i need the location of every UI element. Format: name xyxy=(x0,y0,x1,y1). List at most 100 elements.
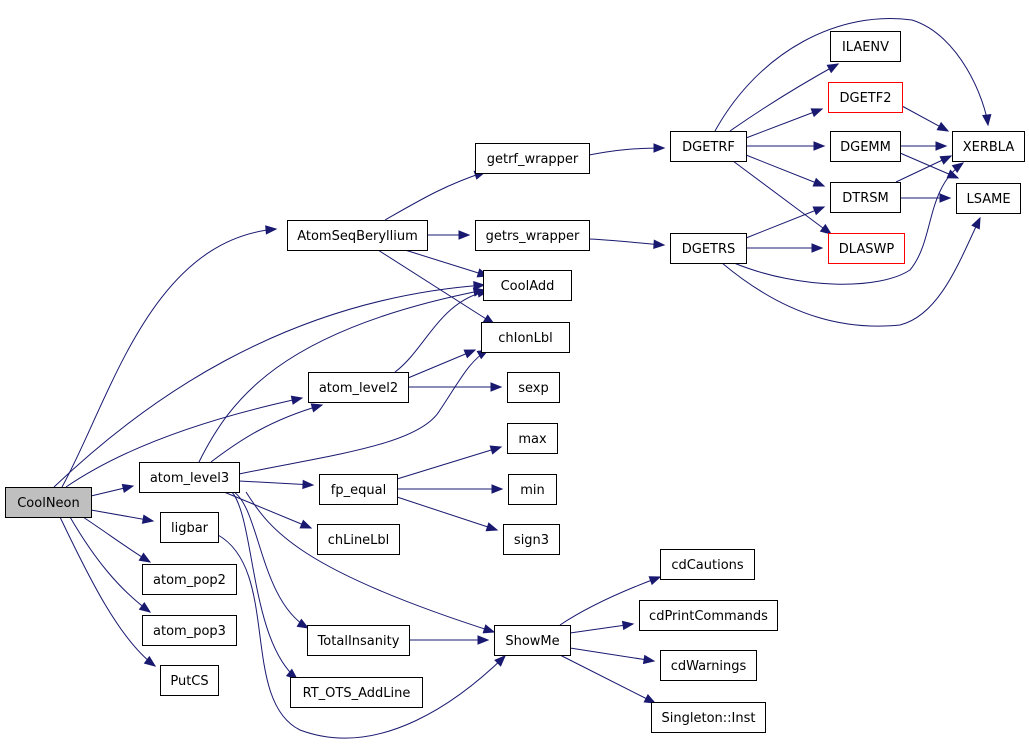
edge-line xyxy=(61,228,277,488)
node-label: CoolNeon xyxy=(17,496,80,511)
node-cdcautions[interactable]: cdCautions xyxy=(660,549,755,580)
node-fp_equal[interactable]: fp_equal xyxy=(319,474,398,505)
edge-coolneon-to-atom_level2 xyxy=(65,395,304,488)
node-label: cdWarnings xyxy=(671,659,747,674)
edge-line xyxy=(407,349,476,379)
node-rt_ots_addline[interactable]: RT_OTS_AddLine xyxy=(290,677,423,708)
node-singleton_inst[interactable]: Singleton::Inst xyxy=(651,702,766,733)
edge-line xyxy=(396,446,502,480)
node-box xyxy=(639,600,778,631)
node-dgetrf[interactable]: DGETRF xyxy=(670,131,747,162)
node-label: ShowMe xyxy=(505,634,559,649)
node-chionlbl[interactable]: chIonLbl xyxy=(481,322,570,353)
node-box xyxy=(828,233,905,264)
edge-getrf_wrapper-to-dgetrf xyxy=(588,143,666,156)
edge-line xyxy=(198,289,485,463)
edge-atom_level2-to-cooladd xyxy=(394,288,490,373)
node-atom_pop3[interactable]: atom_pop3 xyxy=(142,615,237,646)
node-min[interactable]: min xyxy=(508,474,557,505)
node-dtrsm[interactable]: DTRSM xyxy=(830,182,901,213)
node-box xyxy=(660,549,755,580)
node-ligbar[interactable]: ligbar xyxy=(160,512,219,543)
arrowhead xyxy=(826,63,840,74)
arrowhead xyxy=(813,141,826,151)
node-box xyxy=(475,220,590,251)
arrowhead xyxy=(138,552,152,563)
edge-fp_equal-to-max xyxy=(396,445,503,480)
node-cdprintcommands[interactable]: cdPrintCommands xyxy=(639,600,778,631)
node-showme[interactable]: ShowMe xyxy=(494,625,571,656)
edge-coolneon-to-cooladd xyxy=(53,281,486,488)
node-box xyxy=(660,650,757,681)
node-label: XERBLA xyxy=(963,140,1015,155)
edge-dgetrs-to-lsame xyxy=(721,216,981,327)
node-max[interactable]: max xyxy=(507,423,558,454)
node-label: DGETF2 xyxy=(840,91,892,106)
edge-line xyxy=(745,108,823,139)
node-label: getrf_wrapper xyxy=(487,152,579,167)
edge-line xyxy=(238,480,314,486)
node-box xyxy=(651,702,766,733)
node-atom_level3[interactable]: atom_level3 xyxy=(139,462,240,493)
edge-dgemm-to-lsame xyxy=(899,152,960,179)
node-ilaenv[interactable]: ILAENV xyxy=(830,31,901,62)
node-putcs[interactable]: PutCS xyxy=(160,665,219,696)
node-atom_pop2[interactable]: atom_pop2 xyxy=(142,564,237,595)
arrowhead xyxy=(810,108,824,118)
edge-line xyxy=(238,349,489,475)
node-label: Singleton::Inst xyxy=(662,711,756,726)
node-dlaswp[interactable]: DLASWP xyxy=(828,233,905,264)
node-coolneon[interactable]: CoolNeon xyxy=(5,487,92,518)
edge-dgetrf-to-dlaswp xyxy=(732,160,833,235)
edge-dgetrf-to-ilaenv xyxy=(729,63,840,132)
node-cooladd[interactable]: CoolAdd xyxy=(483,270,572,301)
node-getrs_wrapper[interactable]: getrs_wrapper xyxy=(475,220,590,251)
edge-getrs_wrapper-to-dgetrs xyxy=(588,238,666,250)
node-sexp[interactable]: sexp xyxy=(507,372,560,403)
node-xerbla[interactable]: XERBLA xyxy=(952,131,1025,162)
node-atomseqberyllium[interactable]: AtomSeqBeryllium xyxy=(287,220,428,251)
node-dgetrs[interactable]: DGETRS xyxy=(670,233,747,264)
node-label: AtomSeqBeryllium xyxy=(297,229,418,244)
edge-dgemm-to-xerbla xyxy=(900,141,948,151)
node-label: atom_level3 xyxy=(150,471,229,486)
arrowhead xyxy=(653,239,666,250)
arrowhead xyxy=(491,484,504,494)
edge-line xyxy=(733,162,964,285)
node-label: TotalInsanity xyxy=(317,634,400,649)
edge-line xyxy=(65,397,303,488)
edge-line xyxy=(82,516,151,563)
edge-line xyxy=(714,18,989,132)
node-totalinsanity[interactable]: TotalInsanity xyxy=(307,625,410,656)
node-atom_level2[interactable]: atom_level2 xyxy=(308,372,409,403)
edge-dgetrf-to-dgemm xyxy=(746,141,826,151)
node-dgemm[interactable]: DGEMM xyxy=(830,131,901,162)
edge-fp_equal-to-min xyxy=(397,484,504,494)
node-dgetf2[interactable]: DGETF2 xyxy=(828,82,903,113)
edge-line xyxy=(745,154,825,187)
node-lsame[interactable]: LSAME xyxy=(956,183,1021,214)
node-label: chIonLbl xyxy=(498,331,553,346)
edge-line xyxy=(69,516,151,613)
edge-atom_level3-to-cooladd xyxy=(198,287,486,463)
edge-showme-to-singleton_inst xyxy=(559,654,657,704)
edge-dgetf2-to-xerbla xyxy=(901,105,950,132)
arrowhead xyxy=(812,206,826,216)
node-chlinelbl[interactable]: chLineLbl xyxy=(317,524,400,555)
edge-atom_level2-to-chionlbl xyxy=(407,349,477,379)
edge-line xyxy=(588,147,665,156)
node-cdwarnings[interactable]: cdWarnings xyxy=(660,650,757,681)
node-box xyxy=(483,270,572,301)
node-label: DGETRS xyxy=(682,242,736,257)
edge-line xyxy=(53,284,485,488)
arrowhead xyxy=(299,519,313,529)
node-sign3[interactable]: sign3 xyxy=(503,524,560,555)
edge-coolneon-to-atom_pop2 xyxy=(82,516,152,563)
arrowhead xyxy=(490,382,503,392)
node-label: ligbar xyxy=(171,521,209,536)
node-box xyxy=(670,233,747,264)
node-label: getrs_wrapper xyxy=(486,229,580,244)
node-box xyxy=(503,524,560,555)
edge-atom_level3-to-chlinelbl xyxy=(223,491,313,529)
node-getrf_wrapper[interactable]: getrf_wrapper xyxy=(475,143,590,174)
